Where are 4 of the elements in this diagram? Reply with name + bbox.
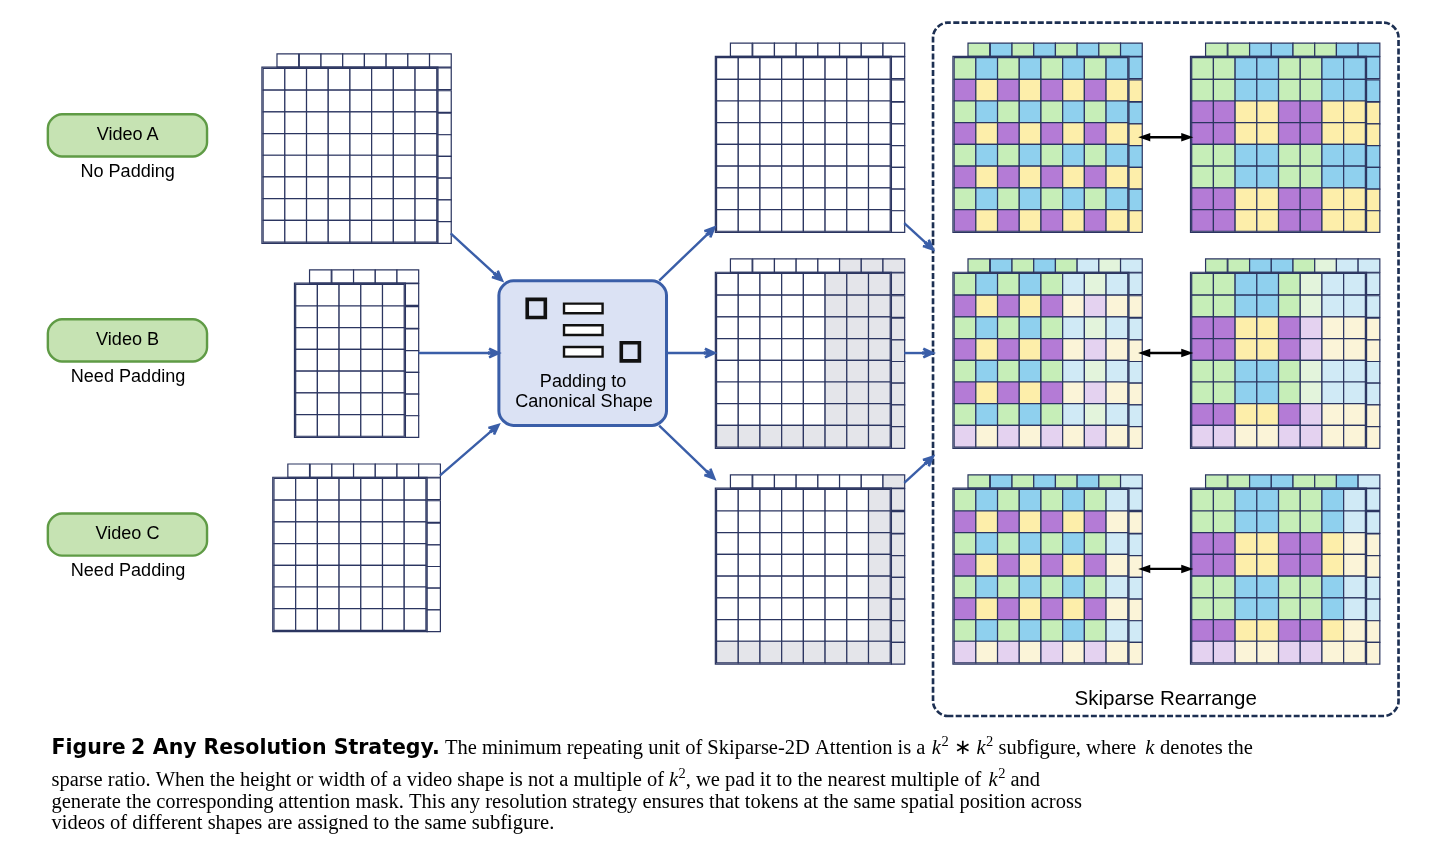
node-label: Need Padding <box>70 560 186 581</box>
node-label: Need Padding <box>70 365 186 386</box>
caption: Figure 2 Any Resolution Strategy. The minimum repeating unit of Skiparse-2D Attention is a k$^{2}$ ∗ k$^{2}$ subfigure, where k denotes the sparse ratio. When the height or width of a video shape is not a multiple of k$^{2}$, we pad it to the nearest multiple of k$^{2}$ and generate the corresponding attention mask. This any resolution strategy ensures that tokens at the same spatial position across videos of different shapes are assigned to the same subfigure. <box>51 733 1253 833</box>
node-label: No Padding <box>80 160 175 181</box>
